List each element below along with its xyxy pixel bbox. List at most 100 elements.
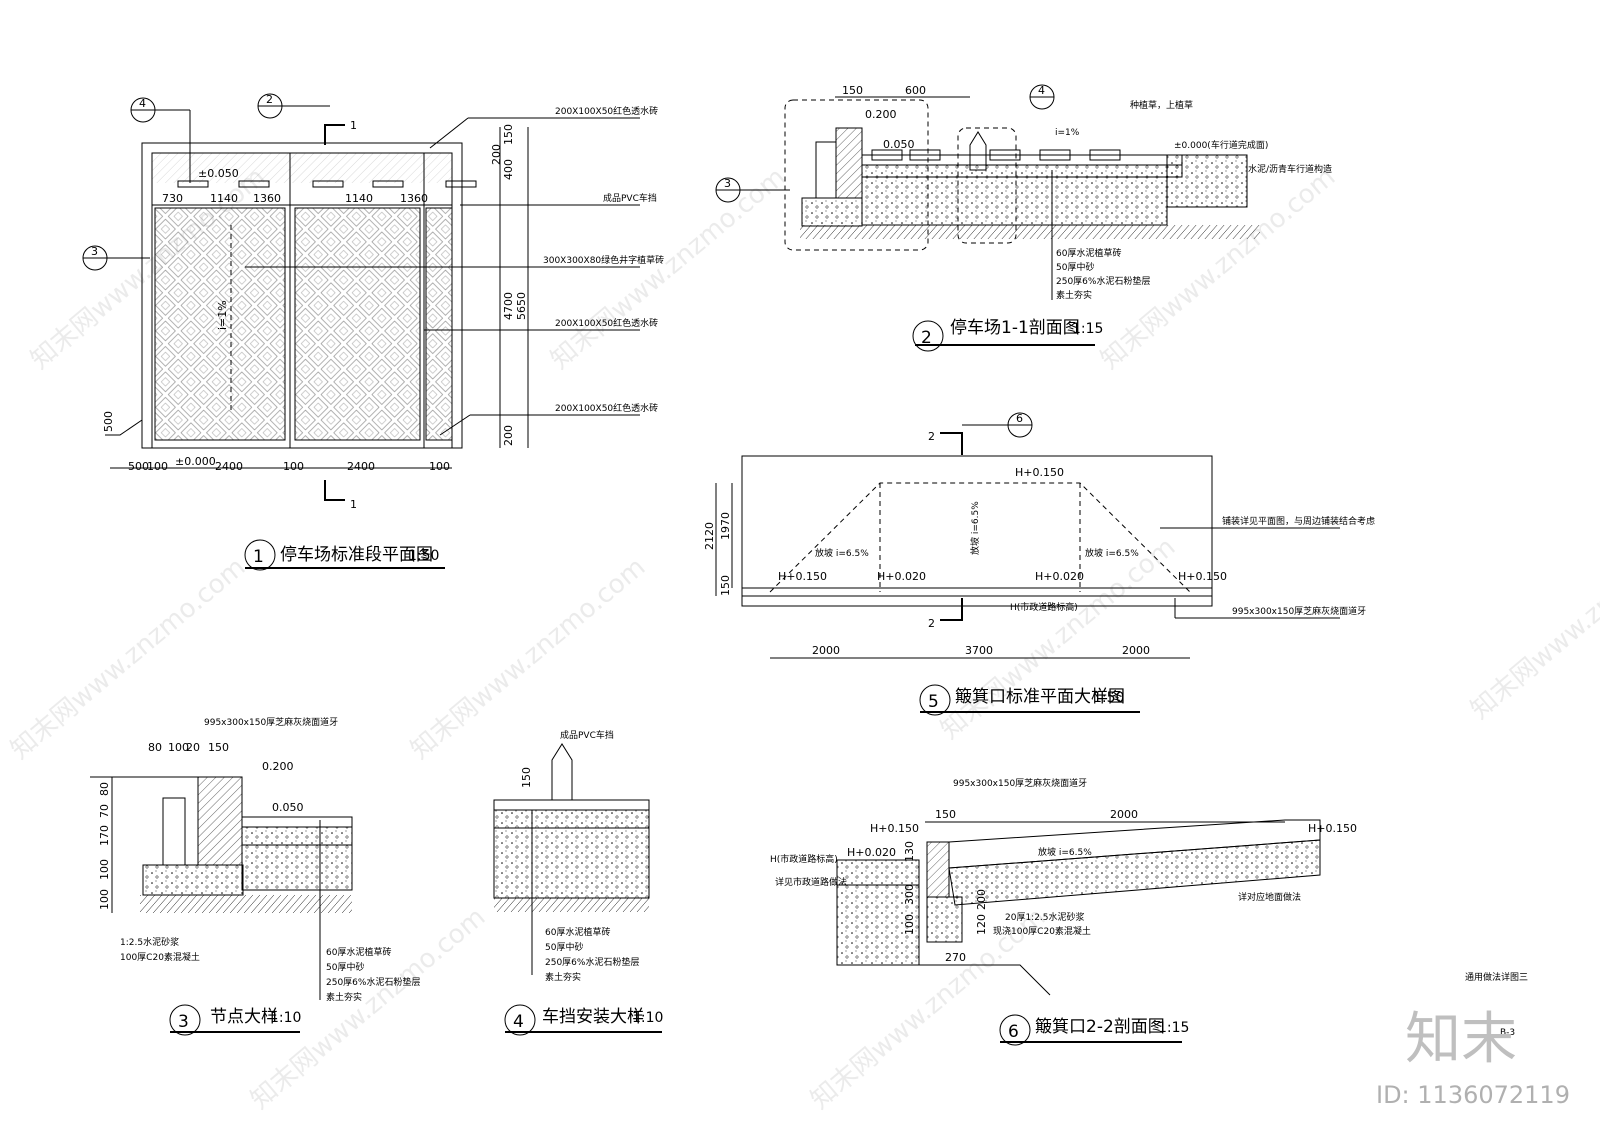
svg-text:6: 6 bbox=[1016, 412, 1023, 425]
svg-text:150: 150 bbox=[719, 575, 732, 596]
svg-text:200: 200 bbox=[502, 425, 515, 446]
elevation-label: H+0.020 bbox=[847, 846, 896, 859]
elevation-label: H+0.150 bbox=[1308, 822, 1357, 835]
svg-text:995x300x150厚芝麻灰烧面道牙: 995x300x150厚芝麻灰烧面道牙 bbox=[953, 777, 1087, 789]
svg-text:270: 270 bbox=[945, 951, 966, 964]
material-label: 成品PVC车挡 bbox=[603, 192, 657, 204]
svg-text:4: 4 bbox=[1038, 84, 1045, 97]
logo-mark: 知末 bbox=[1405, 1007, 1517, 1072]
layer-label: 50厚中砂 bbox=[545, 941, 583, 953]
layer-label: 素土夯实 bbox=[326, 991, 362, 1003]
drawing-title: 簸箕口2-2剖面图 bbox=[1035, 1017, 1165, 1037]
slope-label: i=1% bbox=[1055, 128, 1080, 138]
svg-text:100: 100 bbox=[98, 859, 111, 880]
wheel-stop bbox=[312, 180, 344, 188]
material-label: 200X100X50红色透水砖 bbox=[555, 105, 658, 117]
svg-text:730: 730 bbox=[162, 192, 183, 205]
svg-text:20厚1:2.5水泥砂浆: 20厚1:2.5水泥砂浆 bbox=[1005, 911, 1085, 923]
svg-text:3: 3 bbox=[724, 177, 731, 190]
svg-text:铺装详见平面图，与周边铺装结合考虑: 铺装详见平面图，与周边铺装结合考虑 bbox=[1222, 515, 1375, 527]
layer-label: 50厚中砂 bbox=[326, 961, 364, 973]
detail-node: 995x300x150厚芝麻灰烧面道牙 80 100 20 150 0.200 … bbox=[90, 716, 420, 1036]
elevation-label: H+0.150 bbox=[1015, 466, 1064, 479]
svg-text:1360: 1360 bbox=[400, 192, 428, 205]
wheel-stop bbox=[372, 180, 404, 188]
drawing-title: 节点大样 bbox=[210, 1007, 278, 1027]
svg-text:500: 500 bbox=[102, 411, 115, 432]
slope-label: i=1% bbox=[216, 300, 229, 330]
svg-text:600: 600 bbox=[905, 84, 926, 97]
section-mark: 2 bbox=[928, 617, 935, 630]
svg-text:400: 400 bbox=[502, 159, 515, 180]
svg-text:80: 80 bbox=[148, 741, 162, 754]
layer-label: 50厚中砂 bbox=[1056, 261, 1094, 273]
drawing-scale: 1:50 bbox=[408, 548, 439, 564]
drawing-scale: 1:15 bbox=[1072, 321, 1103, 337]
watermark: 知末网www.znzmo.com bbox=[405, 552, 651, 765]
svg-text:1:2.5水泥砂浆: 1:2.5水泥砂浆 bbox=[120, 936, 179, 948]
drawing-number bbox=[999, 1014, 1031, 1046]
svg-text:2000: 2000 bbox=[1122, 644, 1150, 657]
svg-text:H(市政道路标高): H(市政道路标高) bbox=[1010, 601, 1078, 613]
elevation-label: 0.050 bbox=[883, 138, 915, 151]
drawing-scale: 1:50 bbox=[1093, 690, 1124, 706]
svg-text:130: 130 bbox=[903, 841, 916, 862]
svg-text:水泥/沥青车行道构造: 水泥/沥青车行道构造 bbox=[1248, 163, 1332, 175]
svg-text:170: 170 bbox=[98, 825, 111, 846]
wheel-stop bbox=[177, 180, 209, 188]
svg-text:5: 5 bbox=[928, 692, 939, 712]
curb bbox=[197, 776, 243, 866]
section-mark: 1 bbox=[350, 498, 357, 511]
sheet-note: 通用做法详图三 bbox=[1465, 971, 1528, 983]
grass-paver-area bbox=[294, 207, 421, 441]
svg-text:1140: 1140 bbox=[345, 192, 373, 205]
svg-text:70: 70 bbox=[98, 804, 111, 818]
drawing-number bbox=[912, 320, 944, 352]
watermark: 知末网www.znzmo.com bbox=[545, 162, 791, 375]
svg-text:2: 2 bbox=[266, 93, 273, 106]
svg-text:详见市政道路做法: 详见市政道路做法 bbox=[775, 876, 847, 888]
svg-text:80: 80 bbox=[98, 782, 111, 796]
svg-text:现浇100厚C20素混凝土: 现浇100厚C20素混凝土 bbox=[993, 925, 1091, 937]
svg-text:3700: 3700 bbox=[965, 644, 993, 657]
svg-text:100: 100 bbox=[429, 460, 450, 473]
svg-text:300: 300 bbox=[903, 884, 916, 905]
detail-wheel-stop: 成品PVC车挡 150 60厚水泥植草砖 50厚中砂 250厚6%水泥石粉垫层 … bbox=[493, 729, 663, 1036]
section-mark: 1 bbox=[350, 119, 357, 132]
svg-text:2000: 2000 bbox=[1110, 808, 1138, 821]
svg-text:H(市政道路标高): H(市政道路标高) bbox=[770, 853, 838, 865]
elevation-label: H+0.150 bbox=[870, 822, 919, 835]
drawing-scale: 1:15 bbox=[1158, 1020, 1189, 1036]
svg-text:100: 100 bbox=[168, 741, 189, 754]
svg-text:3: 3 bbox=[91, 245, 98, 258]
svg-text:1360: 1360 bbox=[253, 192, 281, 205]
elevation-label: ±0.000(车行道完成面) bbox=[1174, 139, 1268, 151]
drawing-title: 停车场1-1剖面图 bbox=[950, 318, 1080, 338]
elevation-label: 0.050 bbox=[272, 801, 304, 814]
layer-label: 250厚6%水泥石粉垫层 bbox=[545, 956, 639, 968]
svg-text:150: 150 bbox=[502, 124, 515, 145]
svg-text:995x300x150厚芝麻灰烧面道牙: 995x300x150厚芝麻灰烧面道牙 bbox=[204, 716, 338, 728]
svg-text:995x300x150厚芝麻灰烧面道牙: 995x300x150厚芝麻灰烧面道牙 bbox=[1232, 605, 1366, 617]
svg-text:6: 6 bbox=[1008, 1022, 1019, 1042]
svg-text:20: 20 bbox=[186, 741, 200, 754]
svg-text:150: 150 bbox=[520, 767, 533, 788]
svg-text:2000: 2000 bbox=[812, 644, 840, 657]
section-mark: 2 bbox=[928, 430, 935, 443]
svg-text:150: 150 bbox=[208, 741, 229, 754]
elevation-label: H+0.150 bbox=[1178, 570, 1227, 583]
elevation-label: H+0.150 bbox=[778, 570, 827, 583]
slope-label: 放坡 i=6.5% bbox=[1038, 846, 1092, 858]
curb bbox=[835, 127, 863, 199]
svg-text:详对应地面做法: 详对应地面做法 bbox=[1238, 891, 1301, 903]
drawing-number bbox=[919, 684, 951, 716]
svg-text:120: 120 bbox=[975, 914, 988, 935]
plan-parking-standard: ±0.050 730 1140 1360 1140 1360 i=1% 200X… bbox=[82, 93, 664, 571]
layer-label: 素土夯实 bbox=[545, 971, 581, 983]
grass-paver-area bbox=[154, 207, 286, 441]
elevation-label: ±0.050 bbox=[198, 167, 239, 180]
material-label: 300X300X80绿色井字植草砖 bbox=[543, 254, 664, 266]
svg-text:150: 150 bbox=[842, 84, 863, 97]
layer-label: 60厚水泥植草砖 bbox=[545, 926, 610, 938]
